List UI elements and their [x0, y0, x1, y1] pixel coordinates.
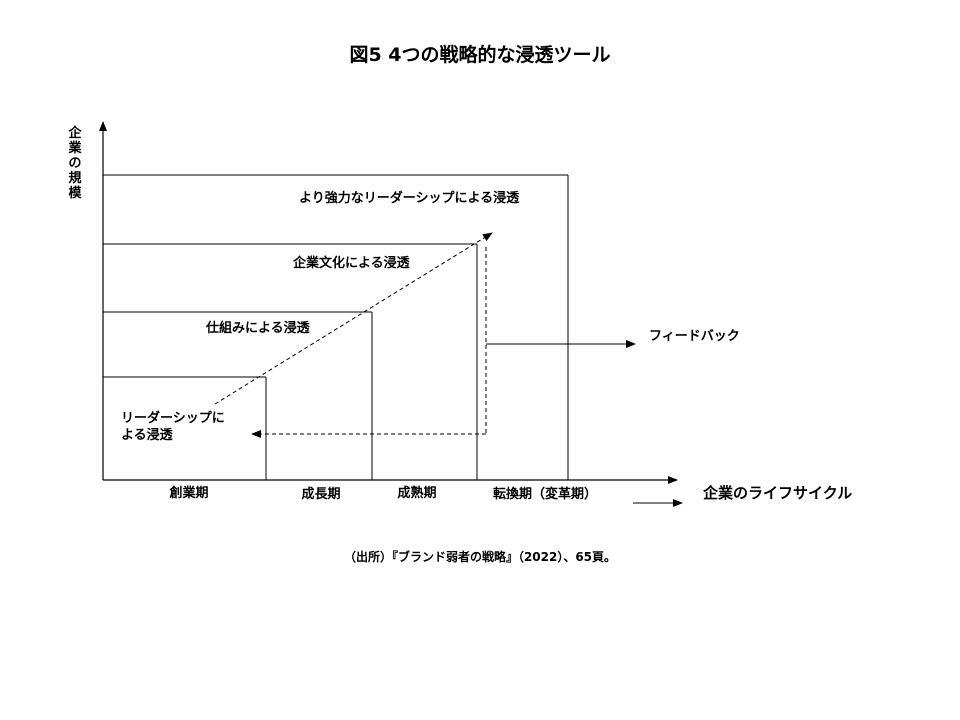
- figure-title: 図5 4つの戦略的な浸透ツール: [349, 44, 611, 66]
- level-label-1-line1: リーダーシップに: [121, 411, 225, 426]
- level-2-box: [103, 311, 373, 480]
- level-label-3: 企業文化による浸透: [293, 256, 410, 271]
- phase-label-3: 成熟期: [397, 486, 437, 501]
- x-axis-label: 企業のライフサイクル: [703, 484, 853, 502]
- y-axis-label: 企業の規模: [68, 126, 82, 201]
- level-label-2: 仕組みによる浸透: [206, 321, 310, 336]
- feedback-label: フィードバック: [649, 329, 740, 344]
- level-label-4: より強力なリーダーシップによる浸透: [299, 191, 520, 206]
- phase-label-4: 転換期（変革期）: [492, 487, 598, 502]
- phase-label-1: 創業期: [169, 486, 209, 501]
- source-note: （出所）『ブランド弱者の戦略』（2022）、65頁。: [343, 550, 617, 564]
- level-4-box: [103, 174, 569, 480]
- level-label-1-line2: よる浸透: [121, 428, 173, 443]
- phase-label-2: 成長期: [301, 487, 341, 502]
- level-1-box: [103, 376, 267, 480]
- growth-dashed-arrow: [214, 232, 493, 405]
- level-3-box: [103, 243, 478, 480]
